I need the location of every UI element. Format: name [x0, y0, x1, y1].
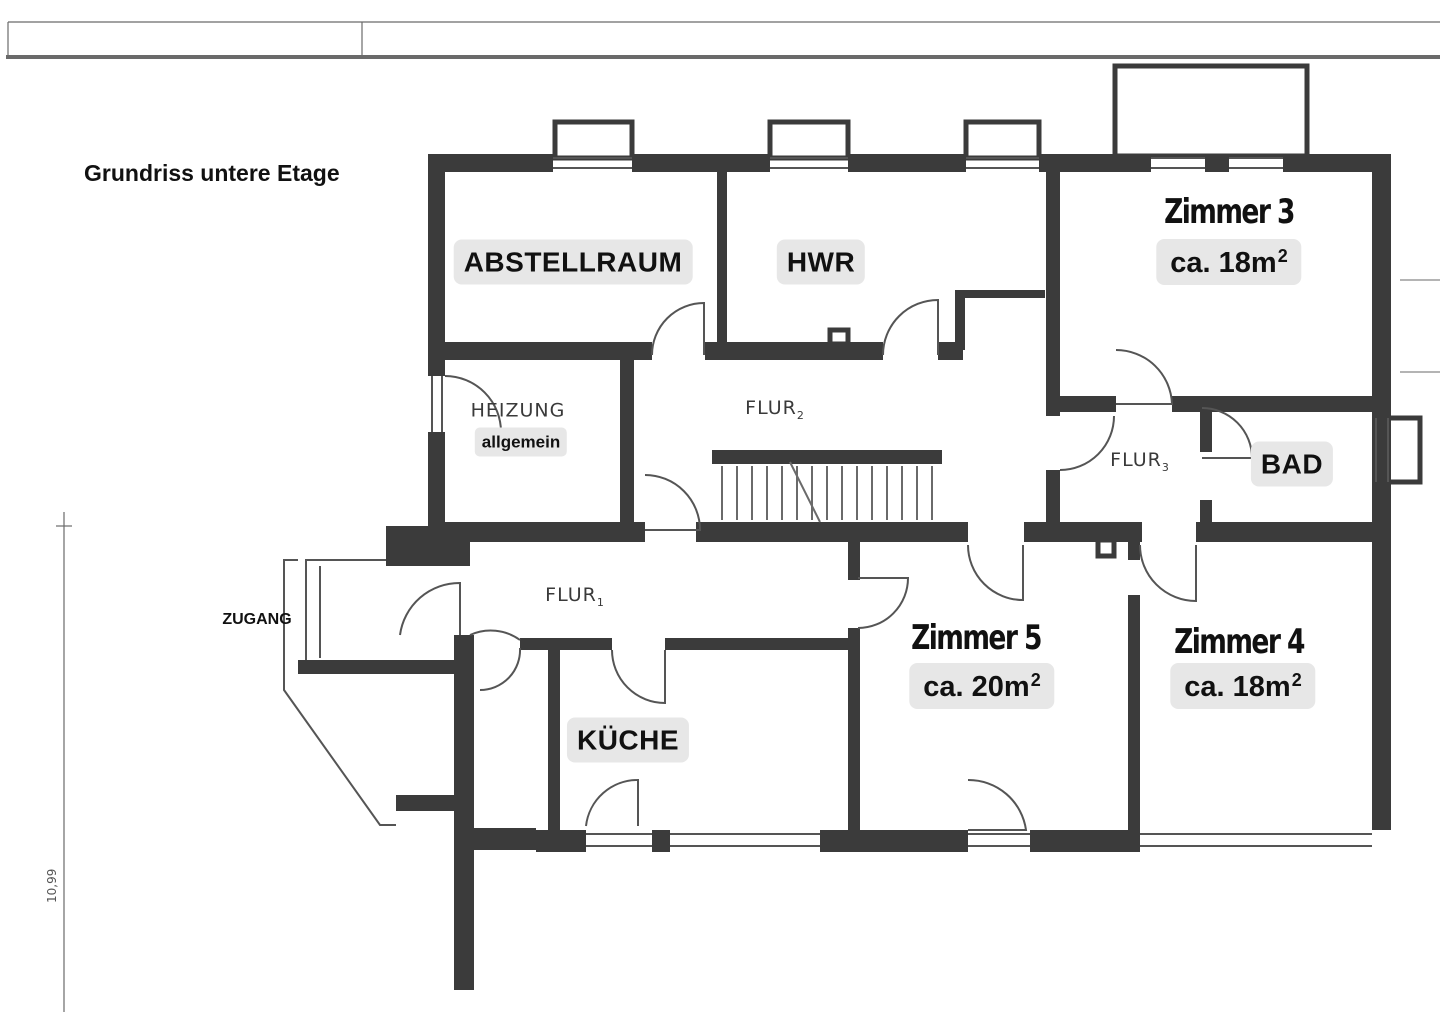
- room-label-heizung: HEIZUNG: [470, 399, 566, 422]
- windows-doors: [283, 157, 1389, 847]
- room-label-zimmer-3: Zimmer 3: [1164, 192, 1295, 232]
- area-zimmer-3-text: ca. 18m: [1170, 247, 1277, 279]
- flur-3-text: FLUR: [1110, 449, 1162, 472]
- room-area-zimmer-3: ca. 18m2: [1156, 239, 1302, 285]
- plan-title: Grundriss untere Etage: [84, 160, 340, 186]
- room-label-zimmer-5: Zimmer 5: [911, 618, 1042, 658]
- flur-1-index: 1: [596, 595, 605, 609]
- flur-2-index: 2: [796, 408, 805, 422]
- room-label-zugang: ZUGANG: [222, 611, 292, 628]
- area-zimmer-5-unit: 2: [1030, 670, 1041, 690]
- flur-1-text: FLUR: [545, 584, 597, 607]
- room-label-flur-3: FLUR3: [1110, 451, 1170, 473]
- room-label-abstellraum: ABSTELLRAUM: [453, 239, 693, 285]
- area-zimmer-4-text: ca. 18m: [1184, 671, 1291, 703]
- sheet-frame: [6, 21, 1440, 1012]
- room-area-zimmer-4: ca. 18m2: [1170, 663, 1316, 709]
- staircase: [712, 450, 942, 523]
- room-label-kueche: KÜCHE: [566, 717, 690, 763]
- area-zimmer-3-unit: 2: [1277, 246, 1288, 266]
- room-label-bad: BAD: [1250, 441, 1334, 487]
- flur-2-text: FLUR: [745, 397, 797, 420]
- dimension-label: 10,99: [45, 869, 59, 903]
- area-zimmer-4-unit: 2: [1291, 670, 1302, 690]
- room-label-heizung-sub: allgemein: [474, 427, 568, 457]
- room-label-flur-2: FLUR2: [745, 399, 805, 421]
- area-zimmer-5-text: ca. 20m: [923, 671, 1030, 703]
- flur-3-index: 3: [1161, 460, 1170, 474]
- room-label-flur-1: FLUR1: [545, 586, 605, 608]
- column-markers: [424, 327, 1117, 559]
- room-area-zimmer-5: ca. 20m2: [909, 663, 1055, 709]
- room-label-zimmer-4: Zimmer 4: [1174, 622, 1305, 662]
- room-label-hwr: HWR: [776, 239, 866, 285]
